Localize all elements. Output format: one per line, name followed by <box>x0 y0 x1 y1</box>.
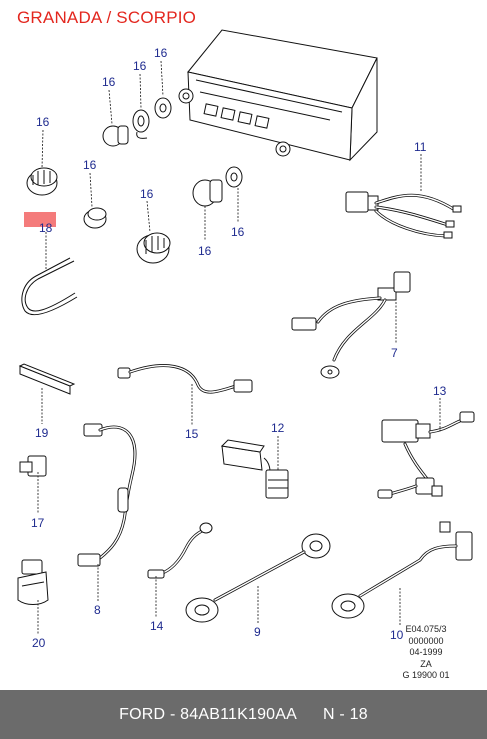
footer-part-number: 84AB11K190AA <box>180 705 298 723</box>
callout-16-f: 16 <box>140 187 154 201</box>
clip-17 <box>19 455 47 477</box>
washer-upper <box>132 109 150 139</box>
reference-line-5: G 19900 01 <box>402 670 450 680</box>
callout-7: 7 <box>391 346 398 360</box>
harness-13 <box>377 411 475 499</box>
callout-16-e: 16 <box>83 158 97 172</box>
bracket-20 <box>17 559 49 605</box>
footer-dash: - <box>169 705 176 723</box>
washer-center-right <box>225 166 243 188</box>
callout-9: 9 <box>254 625 261 639</box>
callout-18: 18 <box>39 221 53 235</box>
callout-17: 17 <box>31 516 45 530</box>
knob-upper-center <box>102 125 129 147</box>
callout-16-c: 16 <box>133 59 147 73</box>
footer-page: N - 18 <box>323 705 368 723</box>
connector-harness-11 <box>345 191 462 239</box>
callout-16-h: 16 <box>231 225 245 239</box>
cable-15 <box>117 364 253 394</box>
reference-line-2: 0000000 <box>408 635 444 646</box>
reference-line-4: ZA <box>420 658 432 669</box>
spring-clip-18 <box>21 257 78 316</box>
reference-line-1: E04.075/3 <box>405 624 447 634</box>
drawing-reference: E04.075/3 0000000 04-1999 ZA G 19900 01 <box>381 624 471 682</box>
footer-bar: FORD - 84AB11K190AA N - 18 <box>0 690 487 739</box>
radio-unit <box>178 29 378 162</box>
callout-15: 15 <box>185 427 199 441</box>
parts-diagram: 16 16 16 16 16 16 16 16 11 18 7 19 15 13… <box>17 29 475 650</box>
callout-10: 10 <box>390 628 404 642</box>
earth-lead-14 <box>147 522 213 579</box>
callout-16-a: 16 <box>36 115 50 129</box>
diagram-title: GRANADA / SCORPIO <box>17 8 197 27</box>
callout-20: 20 <box>32 636 46 650</box>
knob-large-center <box>136 232 171 264</box>
knob-top-left <box>26 167 58 196</box>
callout-12: 12 <box>271 421 285 435</box>
aerial-cable-8 <box>77 423 137 567</box>
callout-16-b: 16 <box>102 75 116 89</box>
callout-16-g: 16 <box>198 244 212 258</box>
cable-9 <box>185 533 331 623</box>
nut-upper <box>154 97 172 119</box>
knob-small-left <box>83 207 107 229</box>
trim-strip-19 <box>18 363 76 395</box>
harness-7 <box>291 271 411 379</box>
callout-13: 13 <box>433 384 447 398</box>
callout-14: 14 <box>150 619 164 633</box>
connector-12 <box>220 439 289 499</box>
highlight-marker <box>24 212 56 227</box>
callout-19: 19 <box>35 426 49 440</box>
footer-brand: FORD <box>119 705 166 723</box>
cable-10 <box>331 521 473 619</box>
callout-11: 11 <box>414 140 427 154</box>
callout-8: 8 <box>94 603 101 617</box>
callout-16-d: 16 <box>154 46 168 60</box>
knob-center-right <box>192 179 223 207</box>
reference-line-3: 04-1999 <box>409 647 443 657</box>
